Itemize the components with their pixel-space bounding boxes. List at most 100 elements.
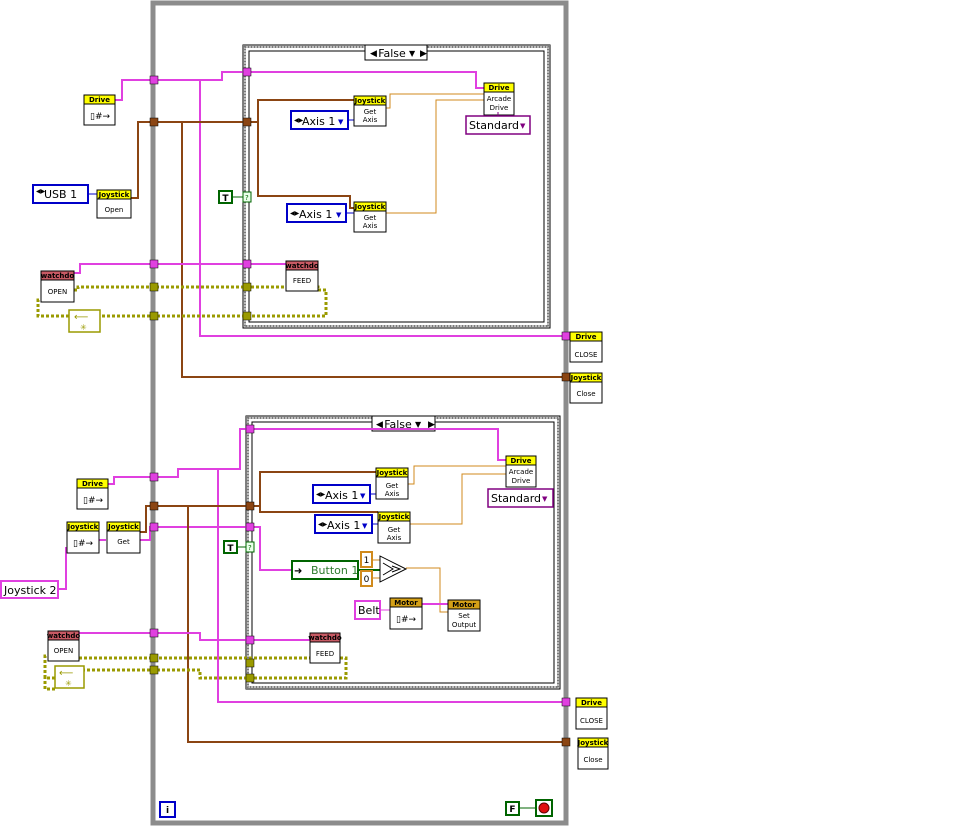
joystick-get-axis-vi[interactable]: Joystick Get Axis <box>353 201 387 233</box>
decrement-arrow-icon[interactable]: ◀ <box>376 420 383 430</box>
axis-enum[interactable]: ◀▶ Axis 1 ▼ <box>290 110 349 130</box>
error-wire[interactable] <box>43 654 55 680</box>
joystick-refnum-wire[interactable] <box>181 122 566 378</box>
case-structure-bottom[interactable]: ◀ ▶ False ▼ <box>245 415 561 690</box>
watchdog-refnum-wire[interactable] <box>74 263 286 274</box>
tunnel[interactable] <box>245 635 255 645</box>
tunnel[interactable] <box>245 522 255 532</box>
tunnel[interactable] <box>149 282 159 292</box>
button-enum[interactable]: ➜ Button 1 <box>291 560 359 580</box>
joystick-open-vi[interactable]: Joystick Open <box>96 189 132 219</box>
tunnel[interactable] <box>149 653 159 663</box>
watchdog-open-vi[interactable]: watchdo OPEN <box>40 270 75 303</box>
feedback-node[interactable]: ⟵ ✳ <box>68 309 101 333</box>
tunnel[interactable] <box>149 628 159 638</box>
drive-refnum-wire[interactable] <box>199 80 566 337</box>
joystick-name-constant[interactable]: Joystick 2 <box>0 580 59 599</box>
numeric-constant-one[interactable]: 1 <box>360 551 373 568</box>
iteration-terminal[interactable]: i <box>159 801 176 818</box>
tunnel[interactable] <box>561 697 571 707</box>
increment-arrow-icon[interactable]: ▶ <box>420 49 427 59</box>
tunnel[interactable] <box>149 472 159 482</box>
joystick-refnum-vi[interactable]: Joystick ▯#→ <box>66 521 100 554</box>
tunnel[interactable] <box>561 737 571 747</box>
joystick-get-axis-vi[interactable]: Joystick Get Axis <box>375 467 409 500</box>
joystick-get-axis-vi[interactable]: Joystick Get Axis <box>353 95 387 127</box>
tunnel[interactable] <box>149 665 159 675</box>
joystick-refnum-wire[interactable] <box>187 506 566 743</box>
error-wire[interactable] <box>100 288 328 318</box>
watchdog-feed-vi[interactable]: watchdo FEED <box>285 260 319 292</box>
axis-enum[interactable]: ◀▶ Axis 1 ▼ <box>314 514 373 534</box>
tunnel[interactable] <box>561 372 571 382</box>
error-wire[interactable] <box>36 298 69 318</box>
numeric-constant-zero[interactable]: 0 <box>360 570 373 587</box>
numeric-wire[interactable] <box>406 567 448 613</box>
tunnel[interactable] <box>242 282 252 292</box>
drive-mode-ring[interactable]: Standard ▼ <box>487 488 554 508</box>
case-selector-terminal[interactable]: ? <box>245 541 255 553</box>
usb-device-enum[interactable]: ◀▶ USB 1 <box>32 184 89 204</box>
watchdog-feed-vi[interactable]: watchdo FEED <box>308 632 342 664</box>
true-constant[interactable]: T <box>218 190 233 204</box>
joystick-close-vi[interactable]: Joystick Close <box>569 372 603 404</box>
watchdog-refnum-wire[interactable] <box>79 632 310 641</box>
tunnel[interactable] <box>149 117 159 127</box>
drive-refnum-vi[interactable]: Drive ▯#→ <box>76 478 109 510</box>
axis-value-wire[interactable] <box>386 93 484 109</box>
drive-mode-ring[interactable]: Standard ▼ <box>465 115 531 135</box>
watchdog-open-vi[interactable]: watchdo OPEN <box>47 630 81 662</box>
false-constant[interactable]: F <box>505 801 520 816</box>
case-selector-terminal[interactable]: ? <box>242 191 252 203</box>
motor-refnum-vi[interactable]: Motor ▯#→ <box>389 597 423 630</box>
stop-terminal[interactable] <box>535 799 553 817</box>
drive-refnum-vi[interactable]: Drive ▯#→ <box>83 94 116 126</box>
drive-arcade-drive-vi[interactable]: Drive Arcade Drive <box>483 82 515 116</box>
increment-arrow-icon[interactable]: ▶ <box>428 420 435 430</box>
axis-value-wire[interactable] <box>410 473 506 525</box>
tunnel[interactable] <box>149 259 159 269</box>
joystick-get-axis-vi[interactable]: Joystick Get Axis <box>377 511 411 544</box>
tunnel[interactable] <box>149 522 159 532</box>
joystick-refnum-wire[interactable] <box>259 506 378 513</box>
drive-refnum-wire[interactable] <box>217 469 566 703</box>
tunnel[interactable] <box>561 331 571 341</box>
joystick-refnum-wire[interactable] <box>131 99 354 199</box>
true-constant[interactable]: T <box>223 540 238 554</box>
joystick-refnum-wire[interactable] <box>257 122 354 209</box>
tunnel[interactable] <box>149 75 159 85</box>
motor-name-constant[interactable]: Belt <box>354 600 381 620</box>
drive-close-vi[interactable]: Drive CLOSE <box>569 331 603 363</box>
tunnel[interactable] <box>242 259 252 269</box>
axis-enum[interactable]: ◀▶ Axis 1 ▼ <box>286 203 347 223</box>
tunnel[interactable] <box>245 501 255 511</box>
motor-set-output-vi[interactable]: Motor Set Output <box>447 599 481 632</box>
decrement-arrow-icon[interactable]: ◀ <box>370 49 377 59</box>
tunnel[interactable] <box>245 424 255 434</box>
joystick-name-wire[interactable] <box>58 547 70 590</box>
axis-value-wire[interactable] <box>386 99 484 214</box>
joystick-close-vi[interactable]: Joystick Close <box>577 737 609 770</box>
axis-value-wire[interactable] <box>408 465 506 485</box>
tunnel[interactable] <box>149 501 159 511</box>
joystick-refnum-wire[interactable] <box>140 471 376 533</box>
drive-close-vi[interactable]: Drive CLOSE <box>575 697 608 730</box>
case-selector-top[interactable]: ◀ ▶ False ▼ <box>364 44 428 61</box>
tunnel[interactable] <box>242 311 252 321</box>
drive-arcade-drive-vi[interactable]: Drive Arcade Drive <box>505 455 537 488</box>
tunnel[interactable] <box>245 673 255 683</box>
tunnel[interactable] <box>242 117 252 127</box>
feedback-node[interactable]: ⟵ ✳ <box>54 665 85 689</box>
joystick-get-vi[interactable]: Joystick Get <box>106 521 141 554</box>
tunnel[interactable] <box>242 67 252 77</box>
tunnel[interactable] <box>245 658 255 668</box>
tunnel[interactable] <box>149 311 159 321</box>
error-wire[interactable] <box>84 656 348 680</box>
select-function[interactable] <box>379 555 408 583</box>
drive-refnum-wire[interactable] <box>115 71 484 101</box>
case-selector-bottom[interactable]: ◀ ▶ False ▼ <box>371 415 436 432</box>
error-wire[interactable] <box>43 678 55 691</box>
joystick-data-wire[interactable] <box>140 526 292 571</box>
axis-enum[interactable]: ◀▶ Axis 1 ▼ <box>312 484 371 504</box>
while-loop-frame[interactable] <box>150 0 569 826</box>
